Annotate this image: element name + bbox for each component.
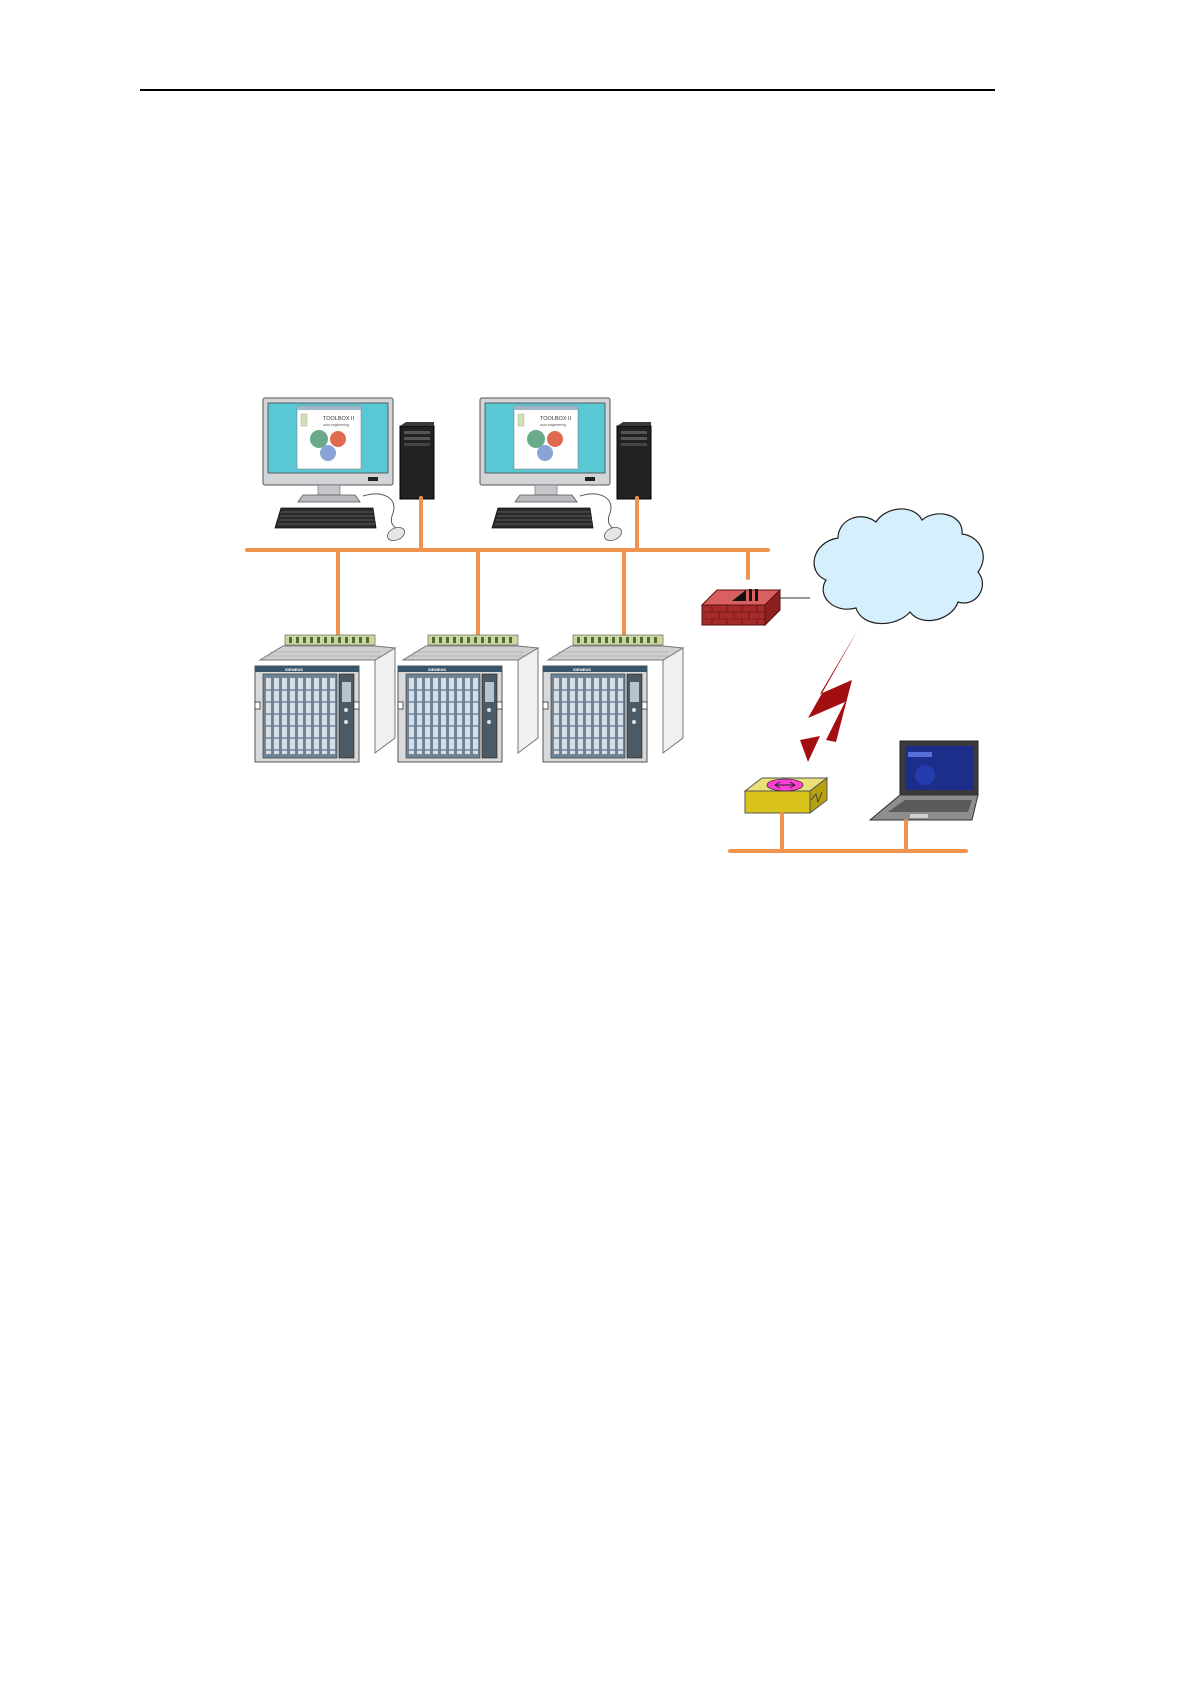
rack-brand-label: SIEMENS: [285, 667, 303, 672]
automation-rack-1: SIEMENS: [255, 635, 395, 762]
automation-rack-3: SIEMENS: [543, 635, 683, 762]
laptop-icon: [870, 741, 978, 820]
router-icon: [745, 778, 827, 813]
workstation-screen-subtitle: auto.engineering: [540, 423, 566, 427]
workstation-screen-title: TOOLBOX II: [540, 416, 572, 422]
rack-brand-label: SIEMENS: [428, 667, 446, 672]
internet-cloud-icon: [814, 509, 983, 624]
workstation-1: TOOLBOX II auto.engineering: [263, 398, 434, 543]
firewall-icon: [702, 589, 780, 625]
automation-rack-2: SIEMENS: [398, 635, 538, 762]
workstation-2: TOOLBOX II auto.engineering: [480, 398, 651, 543]
lightning-bolt-icon: [800, 628, 859, 762]
workstation-screen-title: TOOLBOX II: [323, 416, 355, 422]
rack-brand-label: SIEMENS: [573, 667, 591, 672]
workstation-screen-subtitle: auto.engineering: [323, 423, 349, 427]
